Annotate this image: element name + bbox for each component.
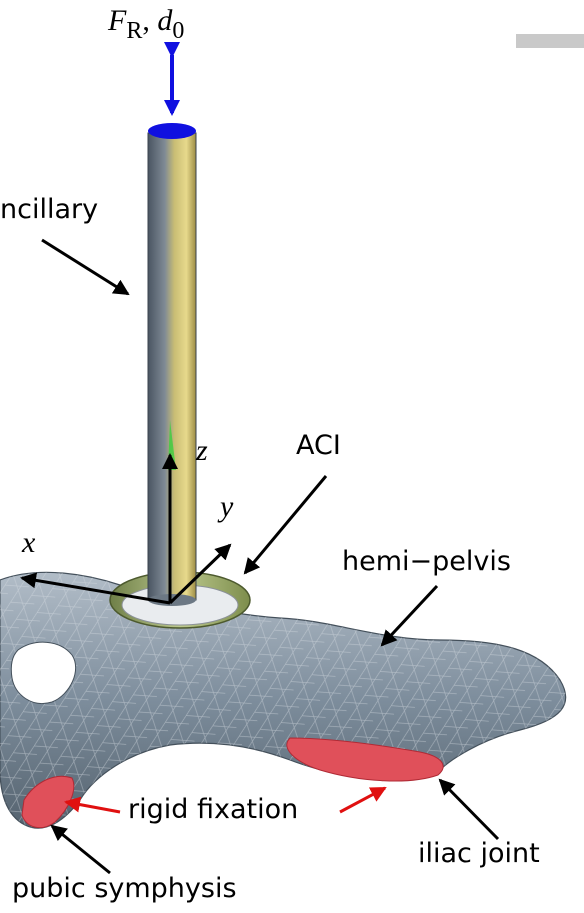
fixation-arrow-right xyxy=(340,788,385,812)
y-axis-label: y xyxy=(220,492,233,522)
separator: , xyxy=(142,4,150,37)
aci-label: ACI xyxy=(296,432,341,459)
force-subscript: R xyxy=(126,18,142,44)
rigid-fixation-label: rigid fixation xyxy=(128,796,298,823)
cancellous-label: ncillary xyxy=(0,196,98,223)
x-axis-label: x xyxy=(22,528,35,558)
displacement-subscript: 0 xyxy=(172,18,184,44)
aci-callout-arrow xyxy=(245,476,326,573)
grey-bar xyxy=(516,34,584,48)
hemi-pelvis-mesh xyxy=(0,572,566,828)
load-label: FR, d0 xyxy=(108,6,184,36)
iliac-joint-callout-arrow xyxy=(440,780,498,839)
hemi-pelvis-callout-arrow xyxy=(382,586,437,645)
pubic-symphysis-callout-arrow xyxy=(52,826,110,873)
z-axis-label: z xyxy=(196,436,208,466)
force-symbol: F xyxy=(108,4,126,37)
displacement-symbol: d xyxy=(157,4,172,37)
hemi-pelvis-label: hemi−pelvis xyxy=(342,548,511,575)
pubic-symphysis-label: pubic symphysis xyxy=(12,875,237,902)
load-cap xyxy=(148,123,196,139)
cancellous-callout-arrow xyxy=(42,240,128,294)
femoral-stem xyxy=(148,133,196,606)
iliac-joint-label: iliac joint xyxy=(418,840,540,867)
